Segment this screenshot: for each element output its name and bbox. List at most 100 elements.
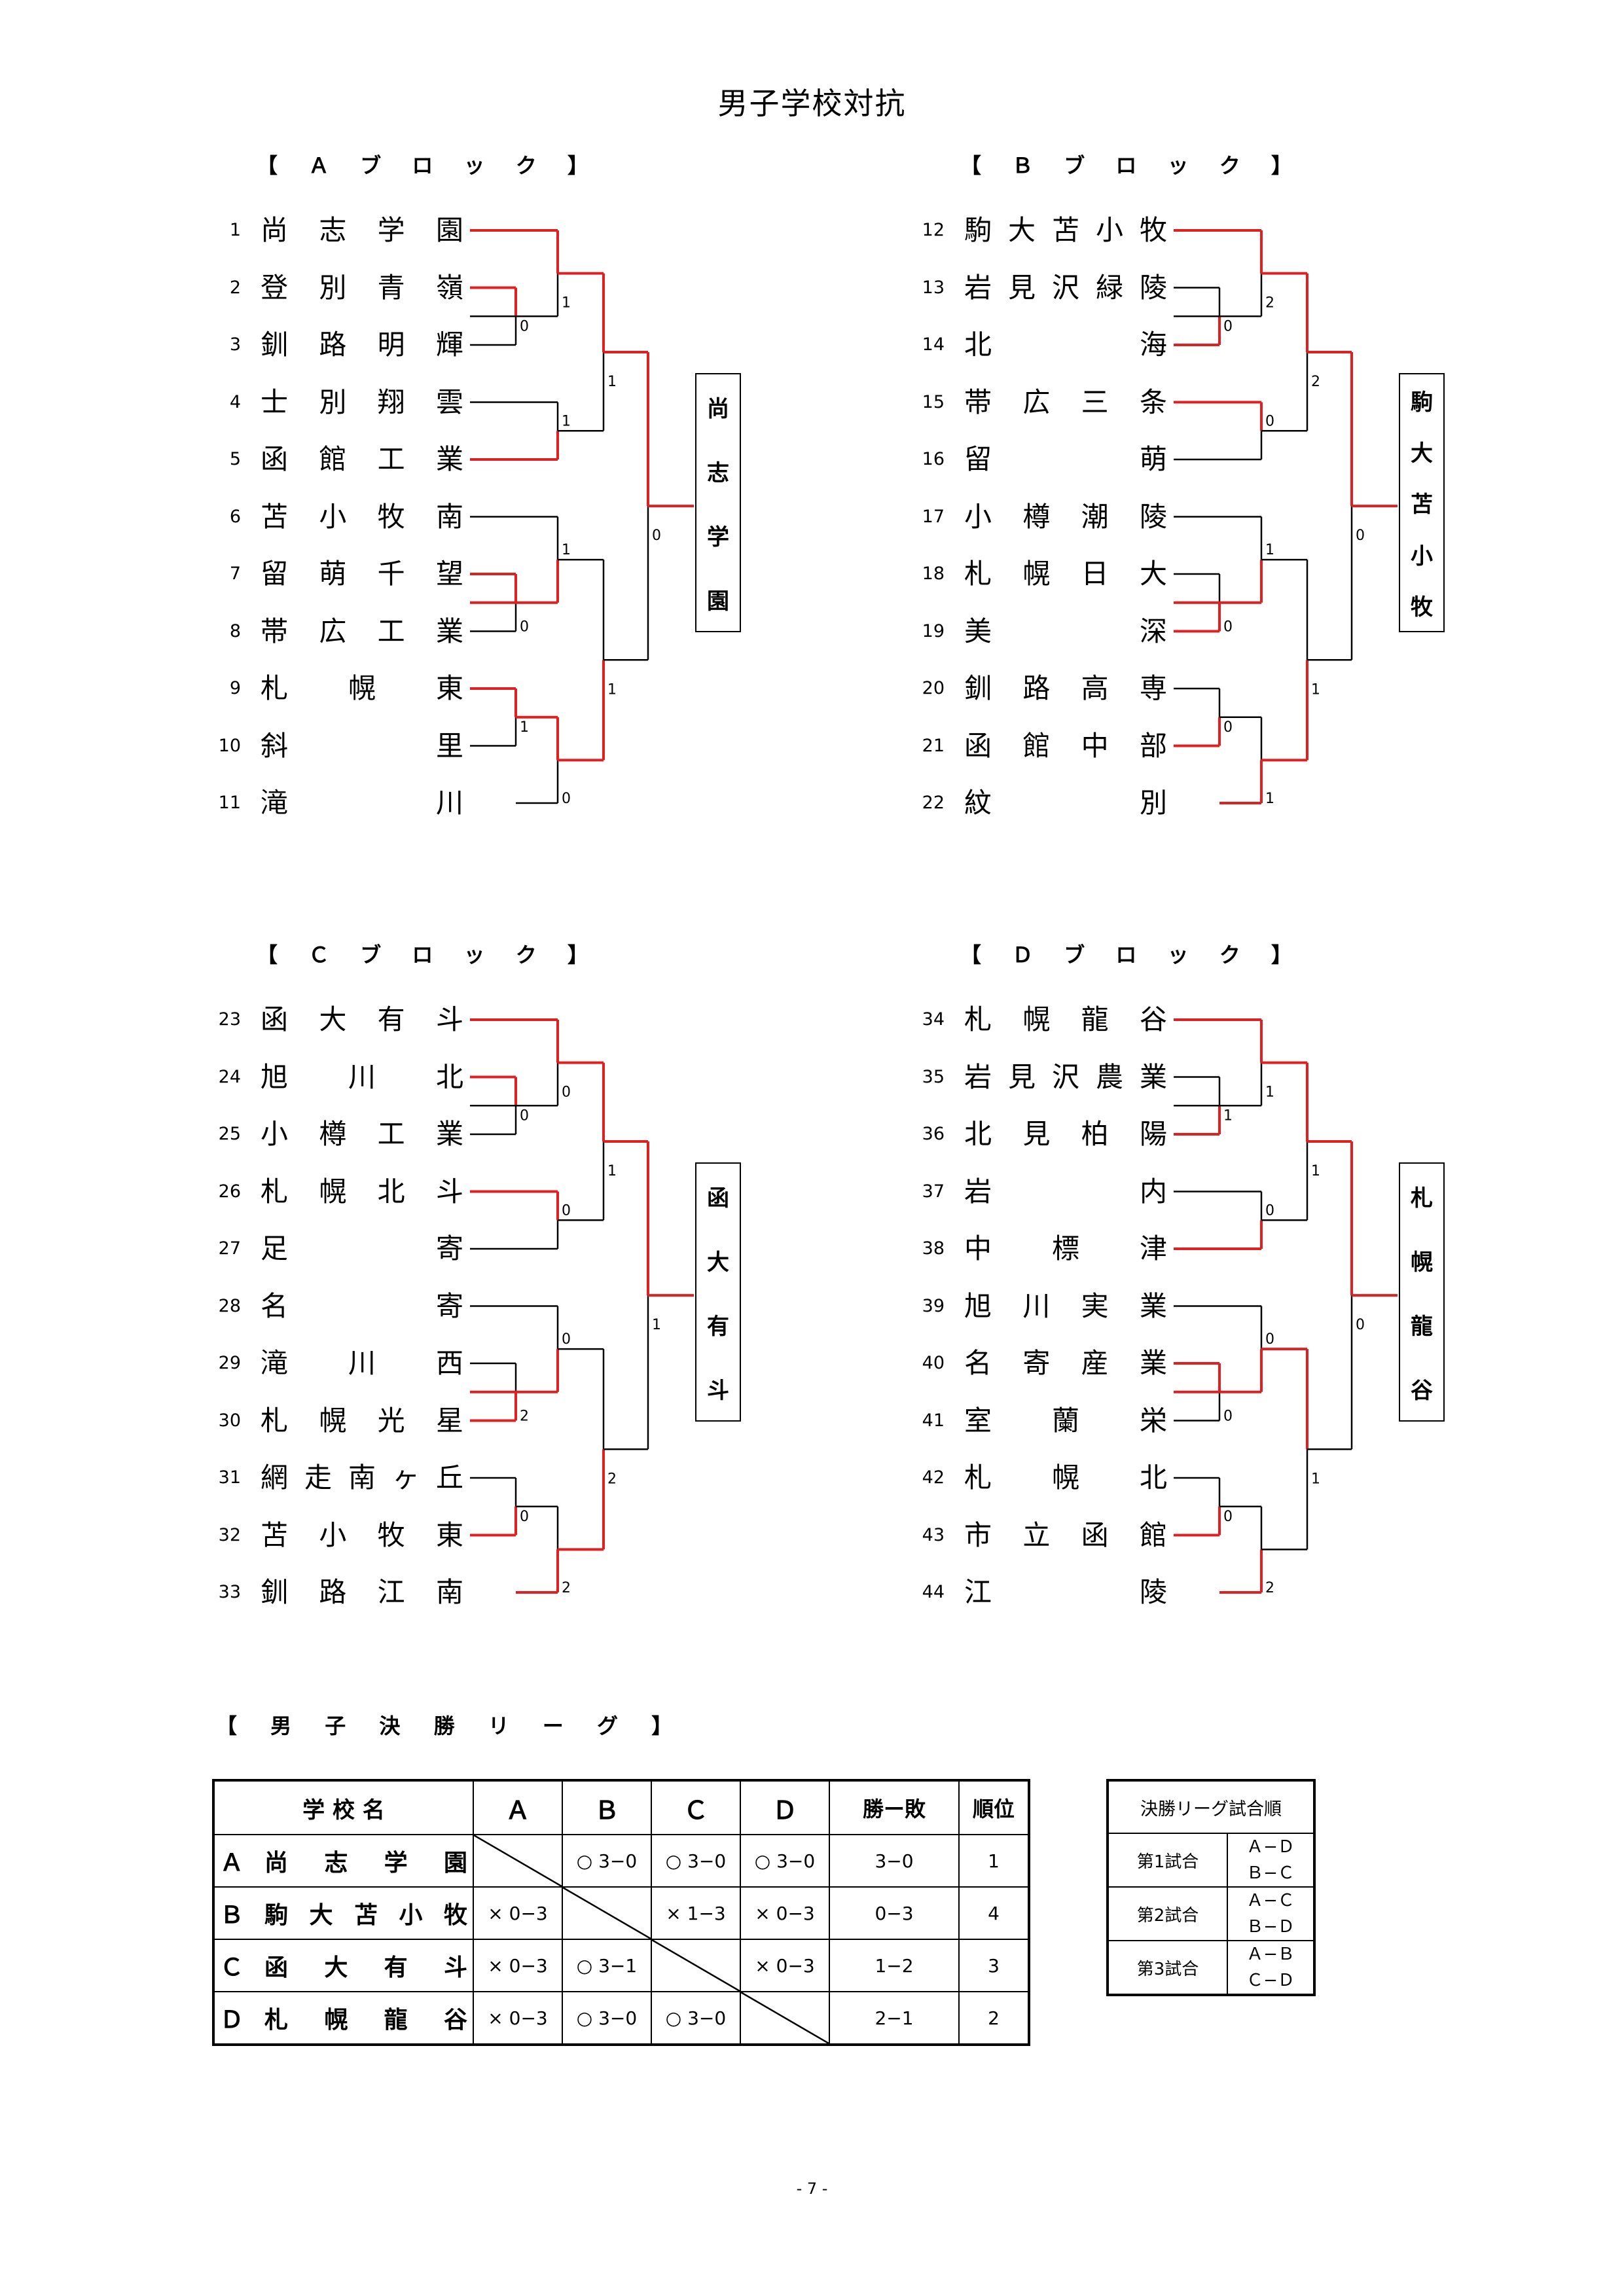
team-name: 名寄 [261, 1289, 463, 1322]
league-result-cell: ○ 3−0 [651, 1991, 741, 2045]
team-name: 滝川西 [261, 1347, 463, 1379]
team-number: 36 [922, 1124, 945, 1144]
league-diagonal-cell [562, 1886, 652, 1940]
team-number: 15 [922, 391, 945, 412]
match-score: 0 [1223, 619, 1233, 636]
block-label: 【 Ａ ブ ロ ッ ク 】 [257, 153, 600, 178]
match-score: 0 [1356, 1317, 1365, 1333]
winner-char: 苫 [1411, 492, 1433, 518]
game-matchup: Ａ−Ｃ [1227, 1886, 1315, 1914]
winner-char: 大 [707, 1249, 729, 1276]
team-name: 函館中部 [964, 729, 1167, 762]
team-name: 旭川実業 [964, 1289, 1167, 1322]
team-number: 43 [922, 1524, 945, 1545]
team-number: 9 [229, 678, 241, 698]
team-number: 39 [922, 1295, 945, 1316]
winner-char: 斗 [707, 1377, 729, 1404]
winner-char: 学 [707, 524, 729, 550]
block-label: 【 Ｃ ブ ロ ッ ク 】 [257, 942, 600, 967]
block-label: 【 Ｄ ブ ロ ッ ク 】 [960, 942, 1304, 967]
team-name: 留萌千望 [261, 558, 463, 590]
winner-char: 札 [1411, 1185, 1433, 1211]
team-name: 滝川 [261, 787, 463, 819]
team-name: 美深 [964, 615, 1167, 647]
match-score: 1 [562, 295, 571, 312]
match-score: 1 [1265, 1085, 1274, 1101]
league-rank: 2 [958, 1991, 1030, 2045]
team-number: 29 [218, 1353, 241, 1373]
team-name: 足寄 [261, 1232, 463, 1265]
winner-char: 龍 [1411, 1313, 1433, 1340]
match-score: 1 [562, 413, 571, 429]
block-winner-box: 札幌龍谷 [1399, 1162, 1445, 1422]
match-score: 0 [562, 1202, 571, 1219]
league-result-cell: × 0−3 [473, 1939, 563, 1992]
league-rank: 3 [958, 1939, 1030, 1992]
team-name: 苫小牧南 [261, 500, 463, 533]
winner-char: 牧 [1411, 594, 1433, 621]
match-score: 2 [1265, 1580, 1274, 1596]
game-matchup: Ａ−Ｂ [1227, 1940, 1315, 1967]
game-label: 第1試合 [1107, 1833, 1228, 1888]
league-result-cell: × 0−3 [473, 1991, 563, 2045]
team-name: 登別青嶺 [261, 271, 463, 304]
team-name: 室蘭栄 [964, 1404, 1167, 1437]
league-school-name: 札幌龍谷 [264, 2007, 467, 2034]
winner-char: 有 [707, 1313, 729, 1340]
league-school-name: 尚志学園 [264, 1850, 467, 1876]
team-number: 10 [218, 735, 241, 756]
league-record: 2−1 [829, 1991, 960, 2045]
winner-char: 駒 [1411, 389, 1433, 416]
team-number: 21 [922, 735, 945, 756]
league-result-cell: ○ 3−0 [740, 1834, 830, 1888]
game-matchup: Ａ−Ｄ [1227, 1833, 1315, 1860]
team-name: 岩見沢農業 [964, 1060, 1167, 1093]
team-number: 8 [229, 620, 241, 641]
header-record: 勝ー敗 [829, 1780, 960, 1835]
team-name: 留萌 [964, 443, 1167, 475]
team-name: 士別翔雲 [261, 386, 463, 418]
match-score: 1 [1265, 791, 1274, 807]
team-name: 釧路明輝 [261, 329, 463, 361]
team-number: 26 [218, 1181, 241, 1202]
team-name: 釧路江南 [261, 1576, 463, 1608]
team-name: 札幌龍谷 [964, 1003, 1167, 1035]
match-order-row: Ｂ−Ｄ [1108, 1914, 1315, 1941]
league-diagonal-cell [740, 1991, 830, 2045]
team-number: 35 [922, 1066, 945, 1087]
match-score: 2 [1311, 374, 1320, 390]
team-name: 中標津 [964, 1232, 1167, 1265]
team-name: 旭川北 [261, 1060, 463, 1093]
team-number: 44 [922, 1582, 945, 1602]
league-rank: 4 [958, 1886, 1030, 1940]
game-matchup: Ｂ−Ｄ [1227, 1914, 1315, 1941]
league-result-cell: ○ 3−0 [651, 1834, 741, 1888]
team-number: 23 [218, 1009, 241, 1030]
team-name: 函館工業 [261, 443, 463, 475]
team-name: 小樽潮陵 [964, 500, 1167, 533]
match-order-title: 決勝リーグ試合順 [1107, 1780, 1315, 1834]
team-number: 19 [922, 620, 945, 641]
block-winner-box: 駒大苫小牧 [1399, 373, 1445, 632]
team-number: 30 [218, 1410, 241, 1431]
header-b: Ｂ [562, 1780, 652, 1835]
winner-char: 幌 [1411, 1249, 1433, 1276]
team-number: 34 [922, 1009, 945, 1030]
game-label: 第3試合 [1107, 1940, 1228, 1996]
team-number: 42 [922, 1467, 945, 1488]
winner-char: 志 [707, 459, 729, 486]
league-school-name: 函大有斗 [264, 1954, 467, 1981]
league-result-cell: ○ 3−0 [562, 1834, 652, 1888]
team-number: 1 [229, 220, 241, 240]
team-number: 24 [218, 1066, 241, 1087]
team-number: 4 [229, 391, 241, 412]
match-order-row: Ｃ−Ｄ [1108, 1967, 1315, 1996]
